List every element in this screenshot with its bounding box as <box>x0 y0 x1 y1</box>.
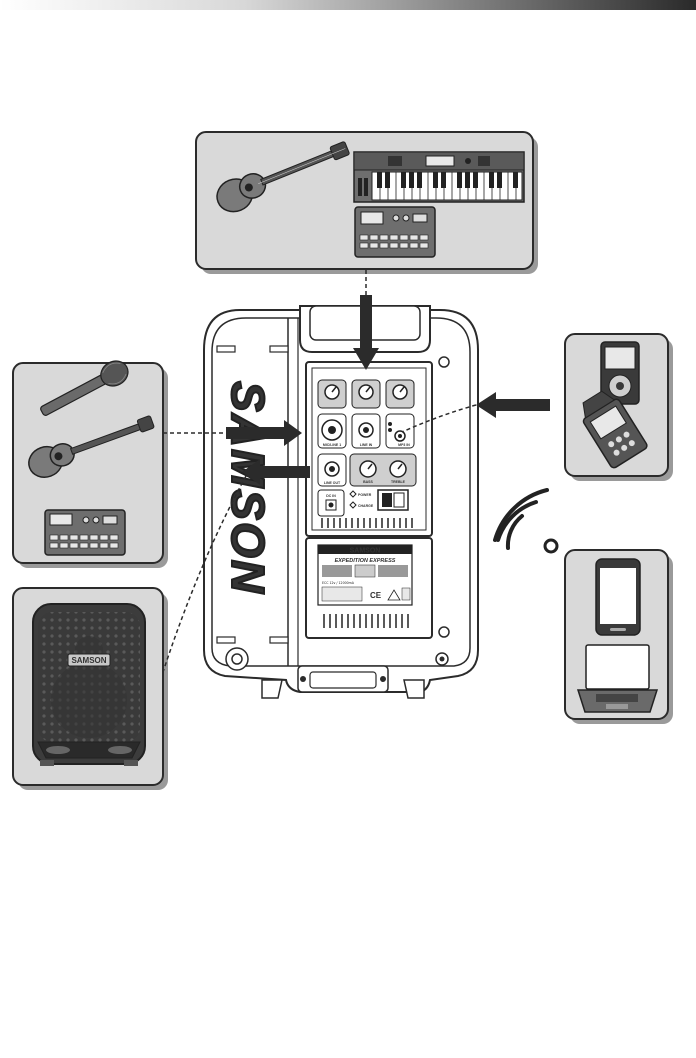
top-sources-box <box>196 132 538 274</box>
line-in-volume-knob[interactable] <box>352 380 380 408</box>
speaker-side-logo: SAMSON <box>222 381 274 595</box>
model-plate: SAMSON EXPEDITION EXPRESS ECC 12v / 1200… <box>318 545 412 605</box>
line-out-jack[interactable]: LINE OUT <box>318 454 346 486</box>
mic2-volume-knob[interactable] <box>386 380 414 408</box>
plate-model: EXPEDITION EXPRESS <box>335 558 396 564</box>
line-in-jack[interactable]: LINE IN <box>352 414 380 448</box>
left-sources-box <box>13 356 168 568</box>
drum-machine-icon <box>355 207 435 257</box>
mic1-volume-knob[interactable] <box>318 380 346 408</box>
speaker-front-logo: SAMSON <box>71 656 106 665</box>
line-in-label: LINE IN <box>360 443 373 447</box>
line-out-label: LINE OUT <box>324 481 341 485</box>
charge-led-label: CHARGE <box>358 504 374 508</box>
mp3-in-label: MP3 IN <box>398 443 410 447</box>
keyboard-icon <box>354 152 524 202</box>
dc-in-label: DC IN <box>326 494 336 498</box>
smartphone-icon <box>596 559 640 635</box>
laptop-icon <box>578 645 657 712</box>
wireless-signal-icon <box>494 490 557 552</box>
dc-in-jack[interactable]: DC IN <box>318 490 344 516</box>
plate-spec: ECC 12v / 12000mA <box>322 581 355 585</box>
plate-brand: SAMSON <box>350 548 381 555</box>
power-switch[interactable] <box>378 490 408 510</box>
drum-machine-icon <box>45 510 125 555</box>
mp3-in-jack[interactable]: MP3 IN <box>386 414 414 448</box>
bass-label: BASS <box>363 480 373 484</box>
control-panel: MIC/LINE 1 LINE IN MP3 IN LINE OUT BASS <box>306 362 432 536</box>
speaker-icon: SAMSON <box>33 604 145 766</box>
treble-knob[interactable]: TREBLE <box>390 461 406 484</box>
right-sources-box <box>565 334 673 481</box>
mic1-combo-jack[interactable]: MIC/LINE 1 <box>318 414 346 448</box>
arrow-right-to-mp3-in <box>476 392 550 418</box>
power-led-label: POWER <box>358 493 372 497</box>
ce-mark: CE <box>370 591 382 600</box>
right-devices-box <box>565 550 673 724</box>
left-speaker-box: SAMSON <box>13 588 168 790</box>
mic1-label: MIC/LINE 1 <box>323 443 341 447</box>
lower-panel: SAMSON EXPEDITION EXPRESS ECC 12v / 1200… <box>306 538 432 638</box>
treble-label: TREBLE <box>391 480 406 484</box>
